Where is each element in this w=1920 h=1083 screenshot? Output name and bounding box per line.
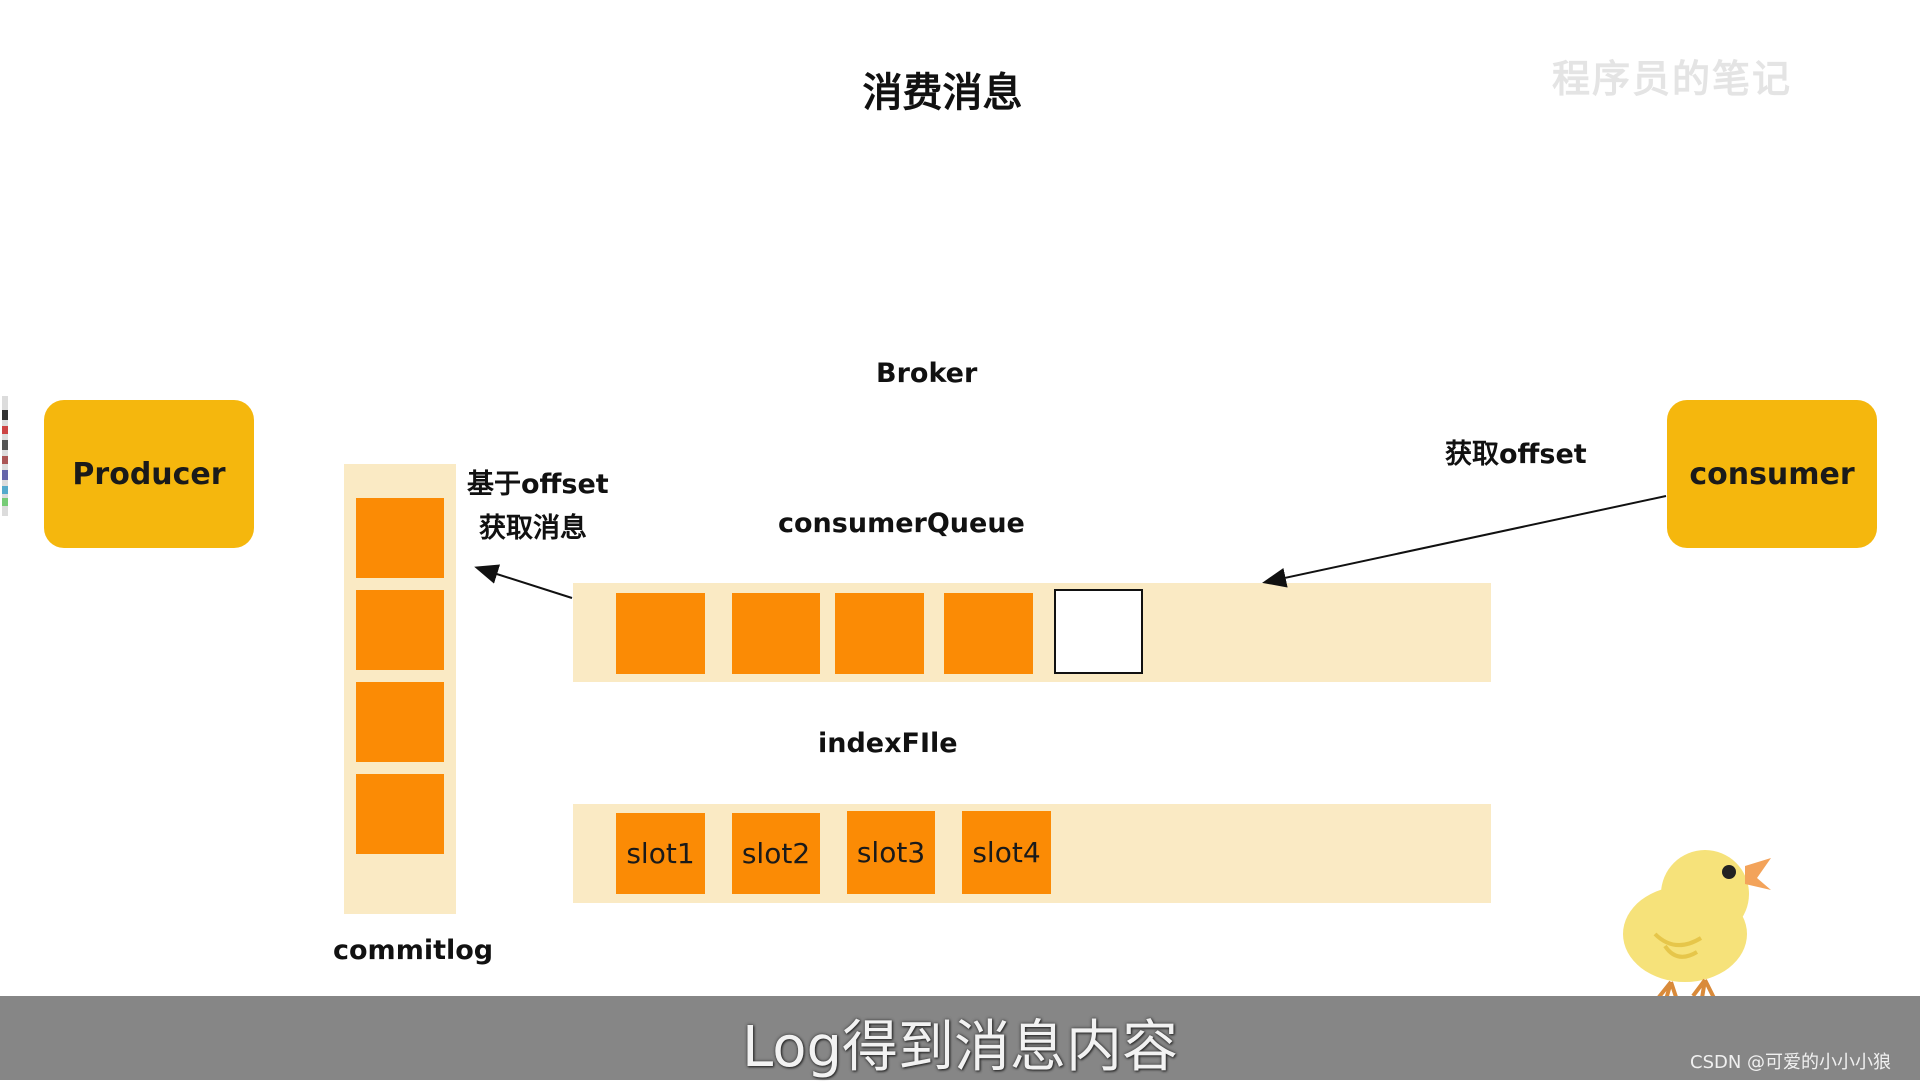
arrow-queue-to-commitlog <box>474 564 573 599</box>
queue-cell <box>616 593 705 674</box>
annotation-get-offset: 获取offset <box>1445 439 1587 470</box>
slot-label: slot4 <box>972 836 1041 869</box>
subtitle-caption: Log得到消息内容 <box>741 1015 1179 1080</box>
queue-cell <box>732 593 820 674</box>
commitlog-cell <box>356 590 444 670</box>
commitlog-cell <box>356 774 444 854</box>
consumer-queue-strip <box>573 583 1491 682</box>
edge-toolbar <box>2 396 8 516</box>
credit-watermark: CSDN @可爱的小小小狼 <box>1690 1052 1892 1073</box>
consumer-box: consumer <box>1667 400 1877 548</box>
queue-cell-empty <box>1054 589 1143 674</box>
arrow-consumer-to-queue <box>1262 495 1667 588</box>
commitlog-cell <box>356 498 444 578</box>
annotation-offset-lookup-line1: 基于offset <box>467 469 609 500</box>
watermark: 程序员的笔记 <box>1552 57 1793 101</box>
slot-cell: slot4 <box>962 811 1051 894</box>
consumer-label: consumer <box>1689 456 1855 492</box>
producer-box: Producer <box>44 400 254 548</box>
slot-cell: slot1 <box>616 813 705 894</box>
index-file-strip: slot1 slot2 slot3 slot4 <box>573 804 1491 903</box>
annotation-offset-lookup-line2: 获取消息 <box>479 513 587 544</box>
slot-label: slot2 <box>741 837 811 870</box>
index-file-label: indexFIle <box>818 728 958 759</box>
queue-cell <box>944 593 1033 674</box>
slot-cell: slot3 <box>847 811 935 894</box>
slot-label: slot3 <box>856 836 926 869</box>
broker-label: Broker <box>876 358 978 389</box>
slot-cell: slot2 <box>732 813 820 894</box>
caption-bar <box>0 996 1920 1080</box>
commitlog-column <box>344 464 456 914</box>
producer-label: Producer <box>72 456 226 492</box>
chick-mascot-icon <box>1623 850 1771 1011</box>
slot-label: slot1 <box>626 837 695 870</box>
commitlog-cell <box>356 682 444 762</box>
consumer-queue-label: consumerQueue <box>778 508 1025 539</box>
queue-cell <box>835 593 924 674</box>
page-title: 消费消息 <box>862 70 1023 116</box>
commitlog-label: commitlog <box>333 935 494 966</box>
